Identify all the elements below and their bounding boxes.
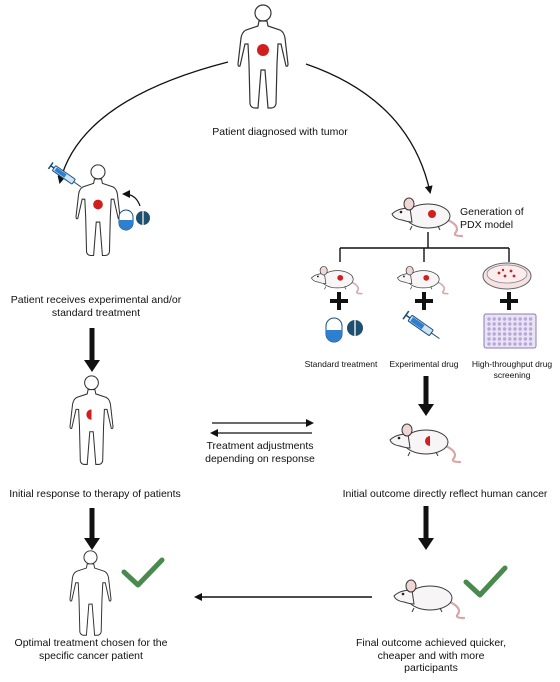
pills-icon [118,209,150,231]
well [502,317,507,321]
well [487,322,491,326]
well [487,332,491,336]
label-generation-pdx: Generation of PDX model [460,206,524,231]
pdx-mouse-icon [390,196,464,238]
well [508,332,512,336]
well [508,317,512,321]
tumor-marker [428,210,436,218]
well [518,317,522,321]
well [523,337,528,341]
well [502,342,507,346]
well [487,317,491,321]
well [513,332,517,336]
well [502,332,507,336]
syringe-icon [47,161,82,188]
well [502,327,507,331]
well [518,327,522,331]
well [513,327,517,331]
well [508,327,512,331]
well [518,337,522,341]
well [492,317,496,321]
well [497,332,502,336]
checkmark-icon [463,565,508,598]
well [492,332,496,336]
label-patient-diagnosed: Patient diagnosed with tumor [212,126,348,138]
well [508,322,512,326]
tumor-half-marker [86,409,92,420]
well [497,337,502,341]
mouse-experimental-icon [396,265,449,295]
label-final-outcome: Final outcome achieved quicker, cheaper … [356,637,506,674]
well [518,342,522,346]
label-initial-response: Initial response to therapy of patients [9,488,181,500]
well [528,342,533,346]
petri-dish-icon [482,262,532,290]
well [523,322,528,326]
mouse-outcome-icon [388,422,462,464]
well [502,337,507,341]
label-optimal-treatment: Optimal treatment chosen for the specifi… [14,637,168,662]
plus-icon [330,292,518,310]
well [508,337,512,341]
well [487,327,491,331]
well [528,337,533,341]
well [492,327,496,331]
patient-optimal-figure [69,550,112,636]
well [528,317,533,321]
well [497,342,502,346]
label-initial-outcome: Initial outcome directly reflect human c… [342,488,548,500]
mouse-final-icon [392,578,466,620]
well [497,327,502,331]
well [523,342,528,346]
label-high-throughput: High-throughput drug screening [471,359,553,380]
well [513,337,517,341]
well [492,342,496,346]
well [497,317,502,321]
well [492,322,496,326]
well [497,322,502,326]
well [513,317,517,321]
well-plate-icon [483,313,537,349]
label-patient-receives: Patient receives experimental and/or sta… [10,294,182,319]
well [528,322,533,326]
curved-arrow-small [122,190,141,207]
well [523,327,528,331]
well [523,332,528,336]
patient-treated-figure [75,164,121,257]
well [528,327,533,331]
patient-response-figure [69,375,114,465]
well [513,342,517,346]
well [487,337,491,341]
well [487,342,491,346]
well [523,317,528,321]
tumor-marker [93,199,103,210]
label-standard-treatment: Standard treatment [304,359,378,369]
well [502,322,507,326]
pills-icon [325,317,363,343]
well [518,332,522,336]
arrow-to-left-patient [57,61,229,184]
mouse-standard-icon [310,265,363,295]
tumor-marker [257,44,269,56]
well [508,342,512,346]
label-treatment-adjustments: Treatment adjustments depending on respo… [205,440,315,465]
well [492,337,496,341]
branch-connector [339,232,510,262]
syringe-icon [402,310,440,340]
patient-top-figure [237,4,289,109]
well [513,322,517,326]
label-experimental-drug: Experimental drug [389,359,459,369]
arrow-to-pdx [305,63,433,194]
well [528,332,533,336]
checkmark-icon [121,557,165,588]
well [518,322,522,326]
